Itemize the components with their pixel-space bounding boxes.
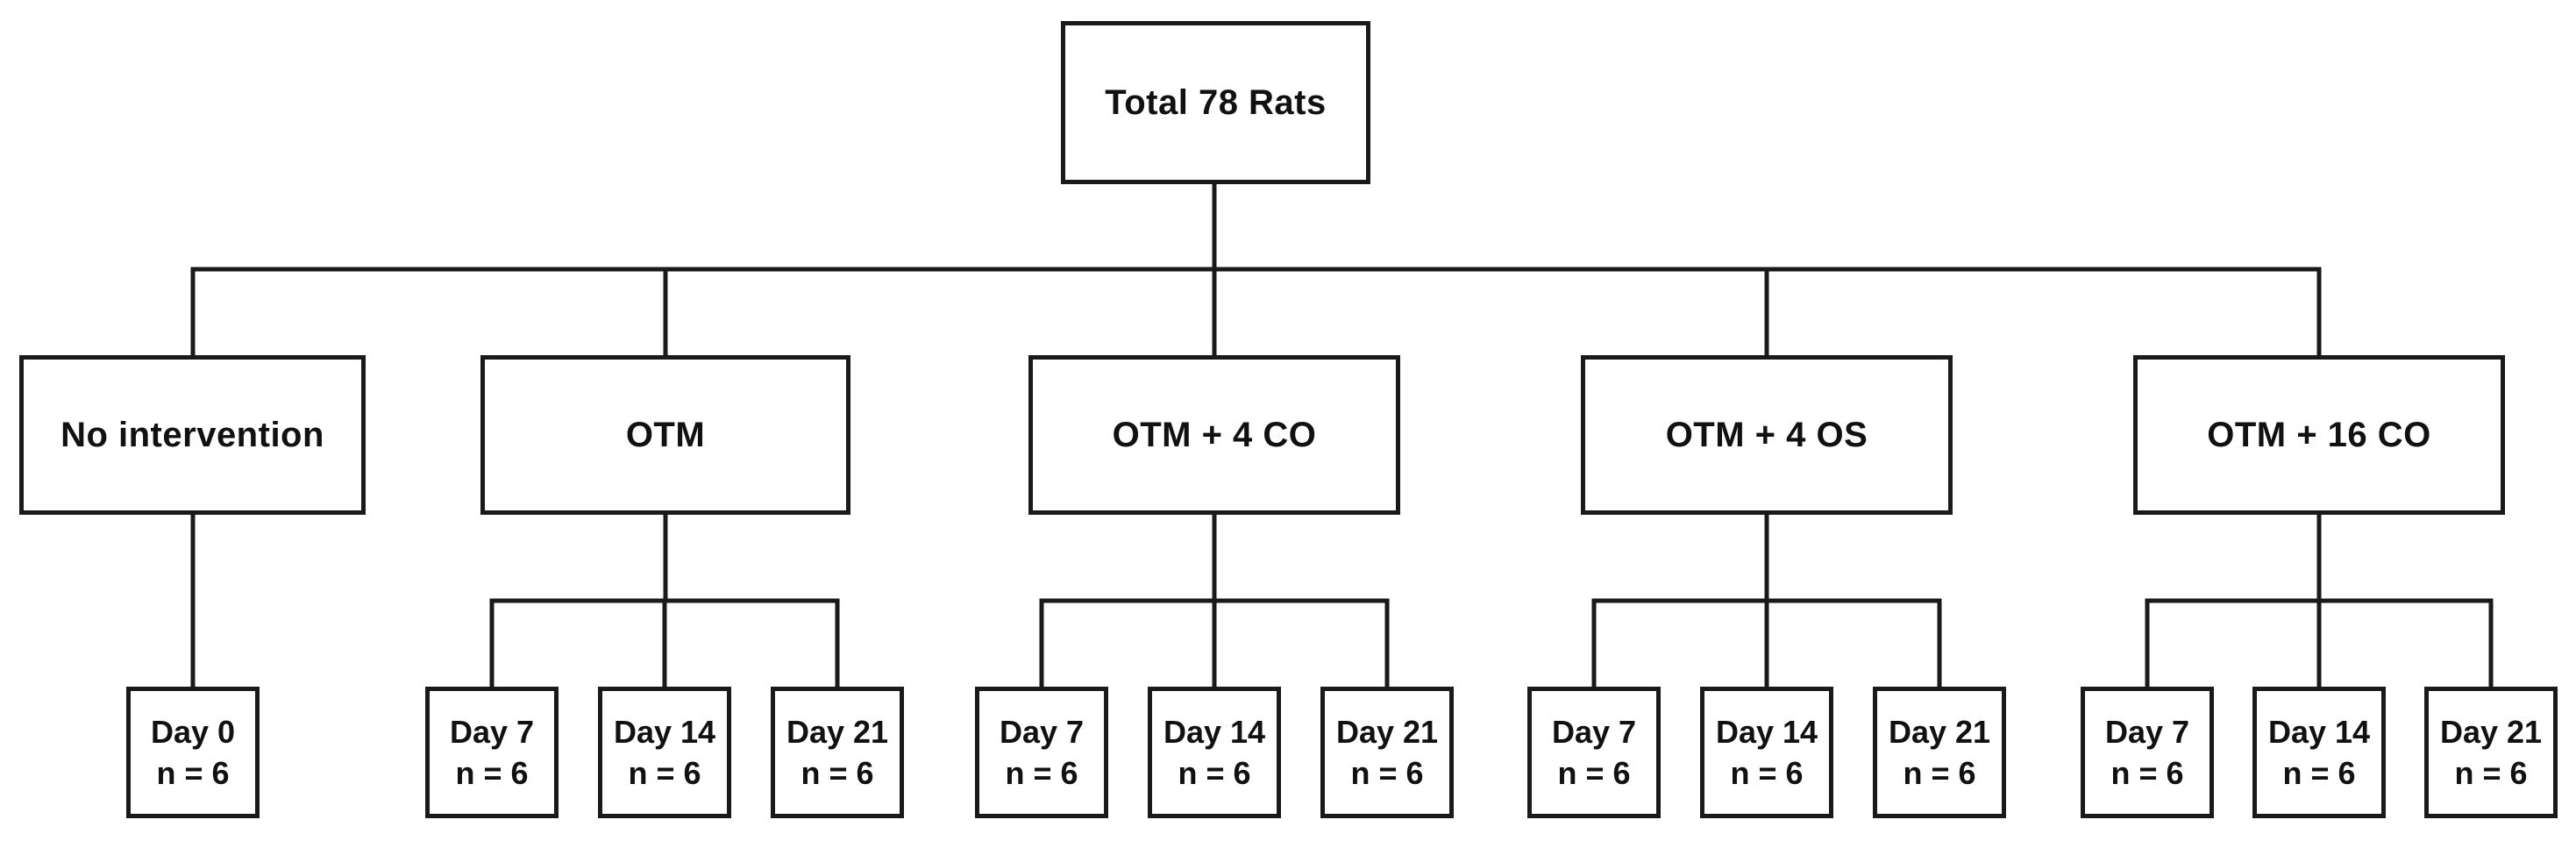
leaf-n-label: n = 6 bbox=[2110, 755, 2184, 791]
leaf-box-otm-16-co-day7: Day 7 n = 6 bbox=[2081, 687, 2214, 818]
leaf-n-label: n = 6 bbox=[628, 755, 701, 791]
leaf-day-label: Day 14 bbox=[1715, 714, 1818, 750]
leaf-n-label: n = 6 bbox=[1903, 755, 1976, 791]
leaf-box-otm-day21: Day 21 n = 6 bbox=[771, 687, 904, 818]
leaf-n-label: n = 6 bbox=[2282, 755, 2356, 791]
leaf-box-otm-4-co-day7: Day 7 n = 6 bbox=[975, 687, 1108, 818]
leaf-n-label: n = 6 bbox=[1350, 755, 1424, 791]
leaf-box-otm-4-os-day21: Day 21 n = 6 bbox=[1873, 687, 2006, 818]
leaf-box-otm-day7: Day 7 n = 6 bbox=[425, 687, 559, 818]
branch-box-otm-16-co: OTM + 16 CO bbox=[2133, 355, 2505, 515]
leaf-box-otm-16-co-day14: Day 14 n = 6 bbox=[2252, 687, 2386, 818]
branch-label: OTM + 16 CO bbox=[2207, 415, 2431, 454]
leaf-n-label: n = 6 bbox=[156, 755, 230, 791]
leaf-day-label: Day 7 bbox=[2104, 714, 2190, 750]
root-box-total-rats: Total 78 Rats bbox=[1061, 21, 1370, 184]
branch-label: OTM bbox=[625, 415, 706, 454]
leaf-day-label: Day 7 bbox=[449, 714, 535, 750]
branch-label: OTM + 4 OS bbox=[1665, 415, 1868, 454]
leaf-day-label: Day 21 bbox=[1888, 714, 1991, 750]
leaf-box-no-intervention-day0: Day 0 n = 6 bbox=[126, 687, 260, 818]
leaf-n-label: n = 6 bbox=[801, 755, 874, 791]
branch-box-otm-4-co: OTM + 4 CO bbox=[1028, 355, 1400, 515]
leaf-box-otm-4-co-day14: Day 14 n = 6 bbox=[1148, 687, 1281, 818]
leaf-box-otm-day14: Day 14 n = 6 bbox=[598, 687, 731, 818]
branch-box-otm: OTM bbox=[480, 355, 850, 515]
leaf-day-label: Day 7 bbox=[999, 714, 1085, 750]
leaf-day-label: Day 21 bbox=[2439, 714, 2543, 750]
leaf-day-label: Day 14 bbox=[1163, 714, 1266, 750]
leaf-n-label: n = 6 bbox=[2454, 755, 2528, 791]
branch-label: No intervention bbox=[60, 415, 324, 454]
leaf-day-label: Day 21 bbox=[786, 714, 889, 750]
branch-box-otm-4-os: OTM + 4 OS bbox=[1581, 355, 1953, 515]
leaf-day-label: Day 21 bbox=[1335, 714, 1439, 750]
leaf-day-label: Day 14 bbox=[613, 714, 716, 750]
leaf-day-label: Day 14 bbox=[2267, 714, 2371, 750]
leaf-box-otm-4-os-day14: Day 14 n = 6 bbox=[1700, 687, 1833, 818]
leaf-day-label: Day 7 bbox=[1551, 714, 1637, 750]
leaf-n-label: n = 6 bbox=[1557, 755, 1631, 791]
leaf-n-label: n = 6 bbox=[1178, 755, 1251, 791]
root-label: Total 78 Rats bbox=[1105, 82, 1327, 122]
leaf-n-label: n = 6 bbox=[455, 755, 529, 791]
leaf-box-otm-16-co-day21: Day 21 n = 6 bbox=[2424, 687, 2558, 818]
leaf-n-label: n = 6 bbox=[1005, 755, 1078, 791]
leaf-n-label: n = 6 bbox=[1730, 755, 1804, 791]
leaf-day-label: Day 0 bbox=[150, 714, 236, 750]
leaf-box-otm-4-co-day21: Day 21 n = 6 bbox=[1320, 687, 1454, 818]
branch-label: OTM + 4 CO bbox=[1112, 415, 1317, 454]
leaf-box-otm-4-os-day7: Day 7 n = 6 bbox=[1527, 687, 1661, 818]
branch-box-no-intervention: No intervention bbox=[19, 355, 366, 515]
